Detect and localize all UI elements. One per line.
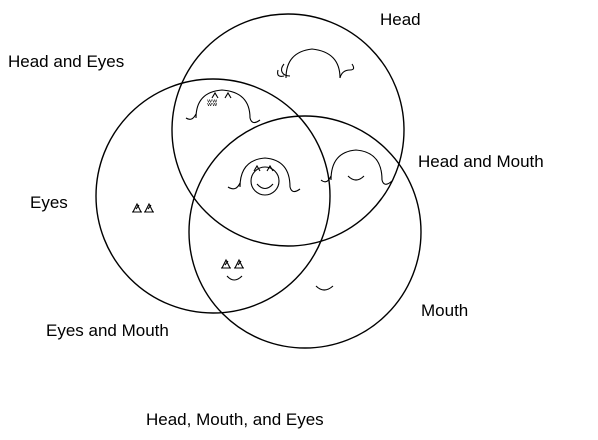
label-head-and-eyes: Head and Eyes — [8, 52, 124, 71]
eyes-circle — [96, 79, 330, 313]
label-head-mouth-and-eyes: Head, Mouth, and Eyes — [146, 410, 324, 429]
head-circle — [172, 14, 404, 246]
label-eyes-and-mouth: Eyes and Mouth — [46, 321, 169, 340]
label-head: Head — [380, 10, 421, 29]
svg-text:ʬʬ: ʬʬ — [207, 98, 217, 109]
label-eyes: Eyes — [30, 193, 68, 212]
label-mouth: Mouth — [421, 301, 468, 320]
eyes-icon — [132, 204, 154, 212]
head-icon — [278, 49, 354, 78]
head-with-mouth-icon — [321, 150, 392, 184]
head-with-eyes-icon: ʬʬ — [186, 90, 260, 123]
face-icon — [228, 158, 300, 195]
mouth-icon — [316, 286, 333, 290]
label-head-and-mouth: Head and Mouth — [418, 152, 544, 171]
eyes-and-mouth-icon — [221, 260, 244, 280]
